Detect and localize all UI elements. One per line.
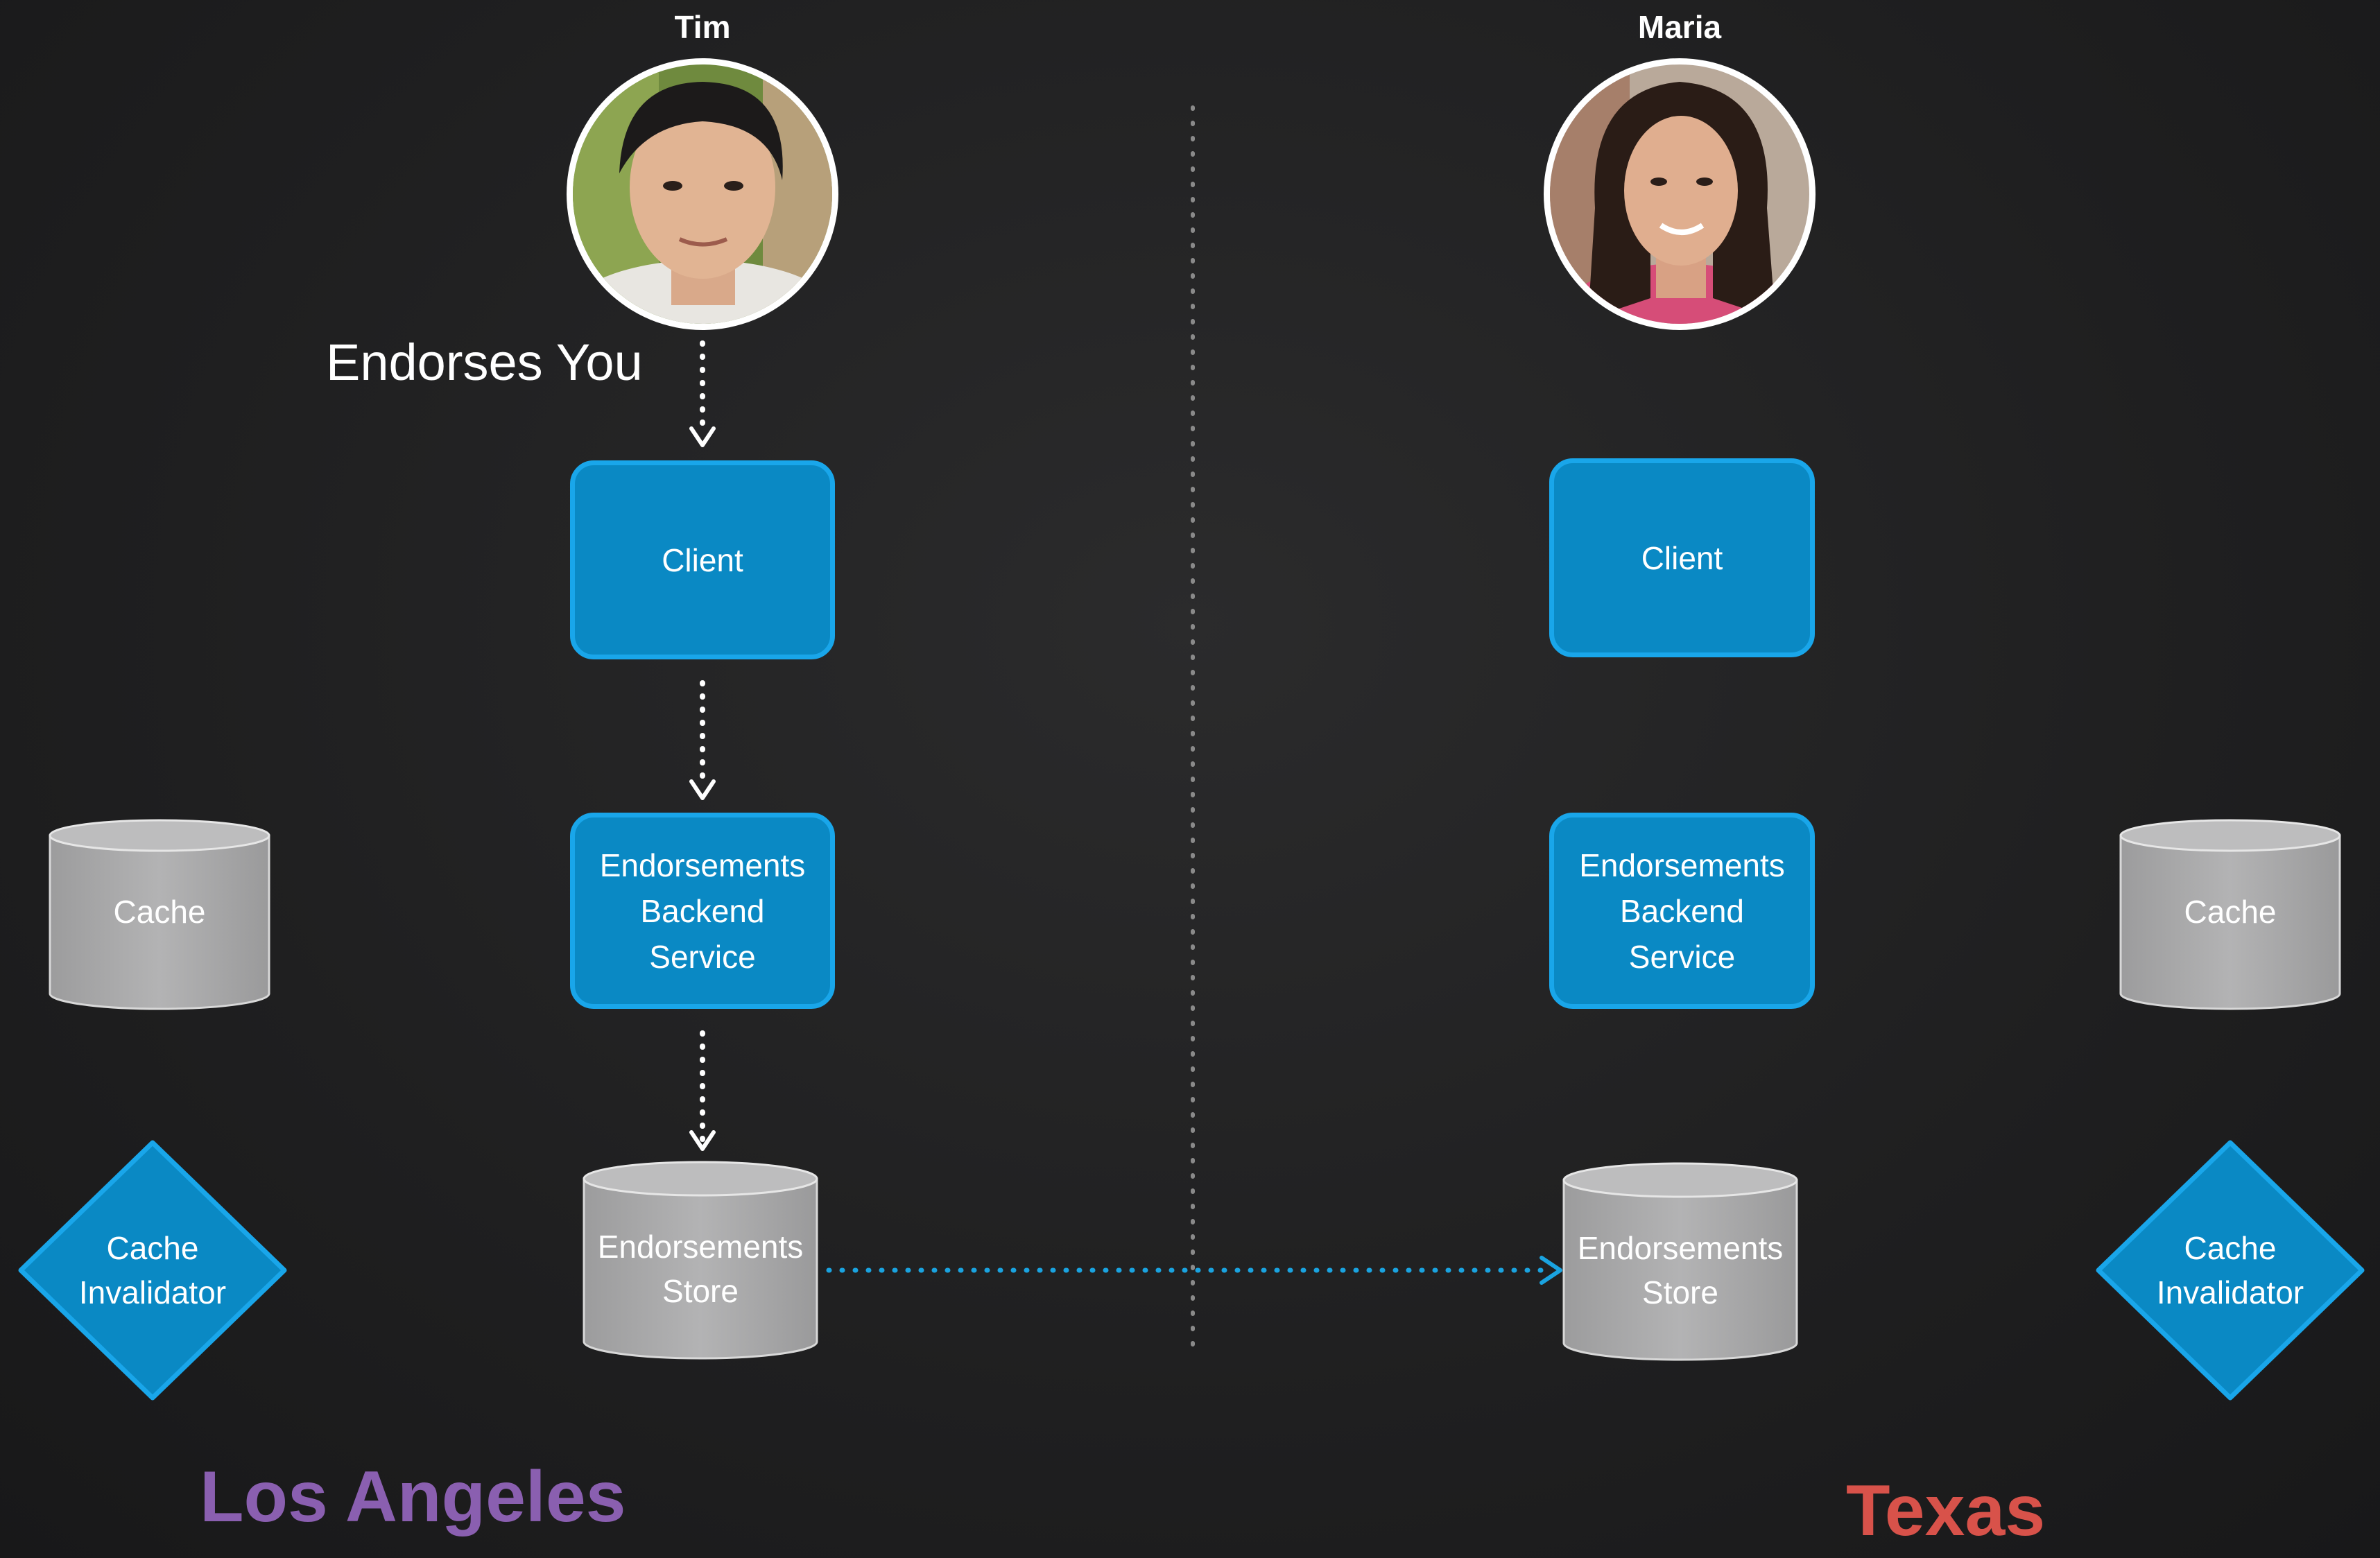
backend-service-box-right: Endorsements Backend Service: [1549, 813, 1815, 1009]
cache-label-right: Cache: [2184, 894, 2277, 930]
store-cylinder-right: [1562, 1162, 1798, 1361]
region-label-los-angeles: Los Angeles: [200, 1457, 626, 1537]
user-name-tim: Tim: [674, 9, 731, 45]
cache-label-left: Cache: [113, 894, 206, 930]
endorses-you-label: Endorses You: [326, 334, 643, 391]
arrow-service-to-store: [689, 1030, 716, 1151]
arrow-tim-to-client: [689, 340, 716, 447]
arrow-store-replication: [826, 1256, 1562, 1285]
arrow-client-to-service: [689, 680, 716, 800]
store-label-right: Endorsements Store: [1577, 1230, 1784, 1310]
cache-invalidator-label-left: Cache Invalidator: [78, 1230, 227, 1310]
client-box-right: Client: [1549, 458, 1815, 657]
cache-invalidator-diamond-right: [2096, 1140, 2365, 1401]
cache-cylinder-right: [2119, 819, 2341, 1010]
cache-cylinder-left: [49, 819, 270, 1010]
cache-invalidator-diamond-left: [18, 1140, 287, 1401]
region-label-texas: Texas: [1846, 1471, 2046, 1551]
cache-invalidator-label-right: Cache Invalidator: [2156, 1230, 2304, 1310]
user-name-maria: Maria: [1637, 9, 1722, 45]
backend-service-box-left: Endorsements Backend Service: [570, 813, 835, 1009]
avatar-tim: [567, 58, 838, 330]
store-cylinder-left: [583, 1161, 818, 1360]
client-box-left: Client: [570, 460, 835, 659]
avatar-maria: [1544, 58, 1816, 330]
store-label-left: Endorsements Store: [597, 1229, 804, 1309]
